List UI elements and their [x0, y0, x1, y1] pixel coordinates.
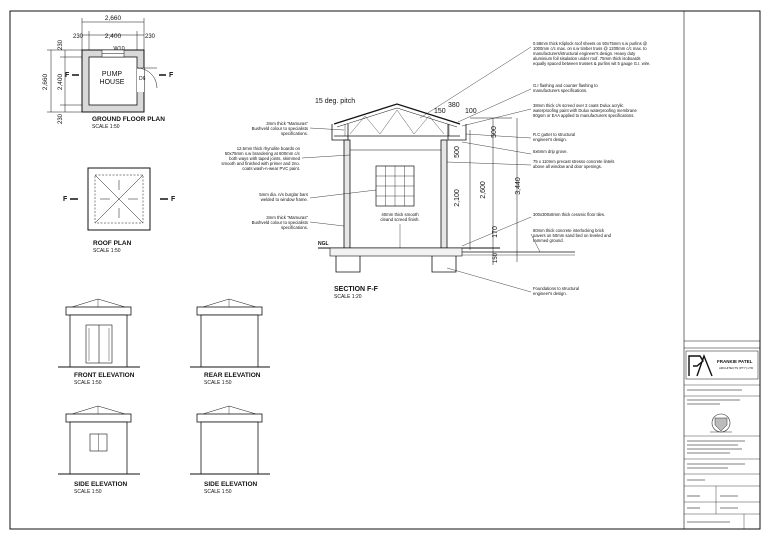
section-pitch: 15 deg. pitch	[315, 98, 355, 105]
note-center-l2: cleand screed finish.	[380, 217, 419, 222]
note-left-3-l1: 5mm dia. n/s burglar bars	[259, 192, 308, 197]
section-title: SECTION F-F	[334, 286, 379, 293]
front-elevation: FRONT ELEVATION SCALE 1:50	[58, 298, 140, 386]
plan-scale: SCALE 1:50	[92, 124, 120, 130]
dim-100: 100	[465, 108, 477, 115]
note-left-2-l5: coats wash-n-wear PVC paint.	[242, 166, 300, 171]
room-label-line2: HOUSE	[100, 79, 125, 86]
note-right-9-l2: engineer's design.	[533, 291, 567, 296]
firm-logo	[688, 354, 713, 377]
roof-plan-scale: SCALE 1:50	[93, 248, 121, 254]
dim-380: 380	[448, 102, 460, 109]
note-right-1-l1: 0.58mm thick Kliplock roof sheets on 50x…	[533, 41, 647, 46]
ground-floor-plan: 2,660 230 2,400 230 W10 2,660 2,400 230 …	[42, 15, 174, 130]
dim-left-bottom: 230	[58, 113, 64, 124]
dim-2100: 2,100	[454, 189, 461, 207]
roof-section-mark-left: F	[63, 196, 68, 203]
note-right-3-l3: 80gsm or EAA applied to manufacturers sp…	[533, 113, 634, 118]
illegible-titleblock-text	[687, 389, 745, 523]
note-left-1-l2: Bushveld colour to specialists	[252, 126, 308, 131]
coat-of-arms-icon	[710, 413, 732, 433]
dim-3440: 3,440	[515, 177, 522, 195]
note-left-2-l3: both ways with taped joints, skimmed	[229, 156, 301, 161]
note-left-4-l1: 3mm thick "Mamuras"	[266, 215, 308, 220]
section-ff: 15 deg. pitch NGL 150 380 100	[221, 41, 650, 300]
dim-top-mid: 2,400	[105, 33, 122, 40]
roof-section-mark-right: F	[171, 196, 176, 203]
note-left-4-l3: specifications.	[281, 225, 308, 230]
note-right-1-l2: 1000mm c/c max. on s.w timber truss @ 12…	[533, 46, 647, 51]
front-elevation-scale: SCALE 1:50	[74, 380, 102, 386]
note-right-8-l3: rammed ground.	[533, 238, 564, 243]
note-right-1-l5: equally spaced between trusses & purlins…	[533, 61, 651, 66]
side-elevation-2-title: SIDE ELEVATION	[204, 481, 258, 488]
note-right-4-l2: engineer's design.	[533, 137, 567, 142]
note-left-2-l1: 12.5mm thick rhynolite boards on	[237, 146, 301, 151]
note-left-1-l3: specifications.	[281, 131, 308, 136]
note-center-l1: 40mm thick smooth	[381, 212, 419, 217]
dim-top-left: 230	[73, 34, 84, 40]
section-mark-right: F	[169, 72, 174, 79]
dim-500b: 500	[454, 146, 461, 158]
note-right-5-l1: 6x6mm drip grove.	[533, 149, 568, 154]
note-right-3-l1: 38mm thick c/s screed over 2 coats Dulux…	[533, 103, 624, 108]
note-right-2-l2: manufacturers specifications.	[533, 88, 587, 93]
door-tag: D6	[139, 76, 146, 82]
dim-left-top: 230	[58, 39, 64, 50]
roof-plan: F F ROOF PLAN SCALE 1:50	[63, 167, 176, 254]
dim-500a: 500	[491, 126, 498, 138]
note-left-1-l1: 3mm thick "Mamuras"	[266, 121, 308, 126]
note-left-3-l2: welded to window frame.	[261, 197, 308, 202]
note-left-4-l2: Bushveld colour to specialists	[252, 220, 308, 225]
side-elevation-1: SIDE ELEVATION SCALE 1:50	[58, 405, 140, 495]
note-right-2-l1: G.I flashing and counter flashing to	[533, 83, 598, 88]
note-right-1-l4: aluminium foil sisalation under roof. 75…	[533, 56, 641, 61]
firm-name: FRANKIE PATEL	[717, 359, 753, 364]
front-elevation-title: FRONT ELEVATION	[74, 372, 135, 379]
drawing-frame	[9, 10, 685, 530]
dim-150: 150	[434, 108, 446, 115]
note-right-7-l1: 300x300x8mm thick ceramic floor tiles.	[533, 212, 605, 217]
window-tag: W10	[113, 46, 124, 52]
rear-elevation: REAR ELEVATION SCALE 1:50	[190, 298, 270, 386]
note-left-2-l2: 50x75mm s.w brandering at 600mm c/c	[225, 151, 301, 156]
title-block: FRANKIE PATEL ARCHITECTS (PTY) LTD	[684, 340, 760, 529]
dim-150b: 150	[493, 252, 499, 263]
dim-left-total: 2,660	[42, 73, 49, 90]
note-right-8-l1: 80mm thick concrete interlocking brick	[533, 228, 605, 233]
note-left-2-l4: smooth and finished with primer and 2no.	[221, 161, 300, 166]
note-right-3-l2: waterproofing paint with Dulux waterproo…	[533, 108, 637, 113]
firm-subtitle: ARCHITECTS (PTY) LTD	[719, 366, 754, 370]
ngl-label: NGL	[318, 241, 329, 247]
note-right-9-l1: Foundations to structural	[533, 286, 579, 291]
roof-plan-title: ROOF PLAN	[93, 240, 132, 247]
room-label-line1: PUMP	[102, 71, 123, 78]
note-right-6-l2: above all window and door openings.	[533, 164, 602, 169]
rear-elevation-scale: SCALE 1:50	[204, 380, 232, 386]
note-right-6-l1: 75 x 110mm precast stresso concrete lint…	[533, 159, 614, 164]
note-right-4-l1: R.C gutter to structural	[533, 132, 575, 137]
firm-logo-box	[685, 350, 759, 380]
section-scale: SCALE 1:20	[334, 294, 362, 300]
plan-title: GROUND FLOOR PLAN	[92, 116, 165, 123]
dim-left-mid: 2,400	[57, 73, 64, 90]
side-elevation-1-scale: SCALE 1:50	[74, 489, 102, 495]
rear-elevation-title: REAR ELEVATION	[204, 372, 261, 379]
dim-2600: 2,600	[480, 181, 487, 199]
dim-top-right: 230	[145, 34, 156, 40]
section-mark-left: F	[65, 72, 70, 79]
dim-top-total: 2,660	[105, 15, 122, 22]
note-right-8-l2: pavers on 50mm sand bed on leveled and	[533, 233, 612, 238]
side-elevation-1-title: SIDE ELEVATION	[74, 481, 128, 488]
side-elevation-2: SIDE ELEVATION SCALE 1:50	[190, 405, 270, 495]
note-right-1-l3: manufacturers/structural engineer's desi…	[533, 51, 636, 56]
side-elevation-2-scale: SCALE 1:50	[204, 489, 232, 495]
